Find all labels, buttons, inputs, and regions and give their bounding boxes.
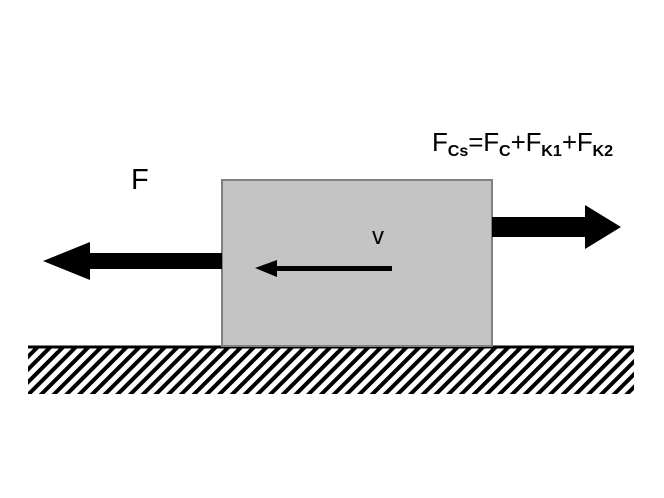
resistance-force-arrow-shape [492,205,621,249]
formula-equals: = [468,127,484,157]
resistance-force-formula: FCs=FC+FK1+FK2 [432,127,613,159]
ground-surface [28,345,634,394]
formula-term1-subscript: C [498,142,511,161]
applied-force-arrow-shape [43,242,222,280]
formula-term3-symbol: F [576,127,593,157]
resistance-force-arrow [492,205,621,249]
formula-term1-symbol: F [483,127,499,157]
formula-plus-2: + [561,127,577,157]
formula-lhs-subscript: Cs [447,142,469,161]
applied-force-label: F [131,164,149,196]
velocity-label: v [372,223,384,250]
formula-plus-1: + [510,127,526,157]
mass-block [221,179,493,347]
formula-term2-symbol: F [525,127,542,157]
velocity-arrow [255,260,392,277]
ground-hatching [28,346,634,394]
formula-term2-subscript: K1 [541,142,562,161]
velocity-arrow-shape [255,260,392,277]
formula-term3-subscript: K2 [592,142,614,161]
applied-force-arrow [43,242,222,280]
formula-lhs-symbol: F [432,127,448,157]
